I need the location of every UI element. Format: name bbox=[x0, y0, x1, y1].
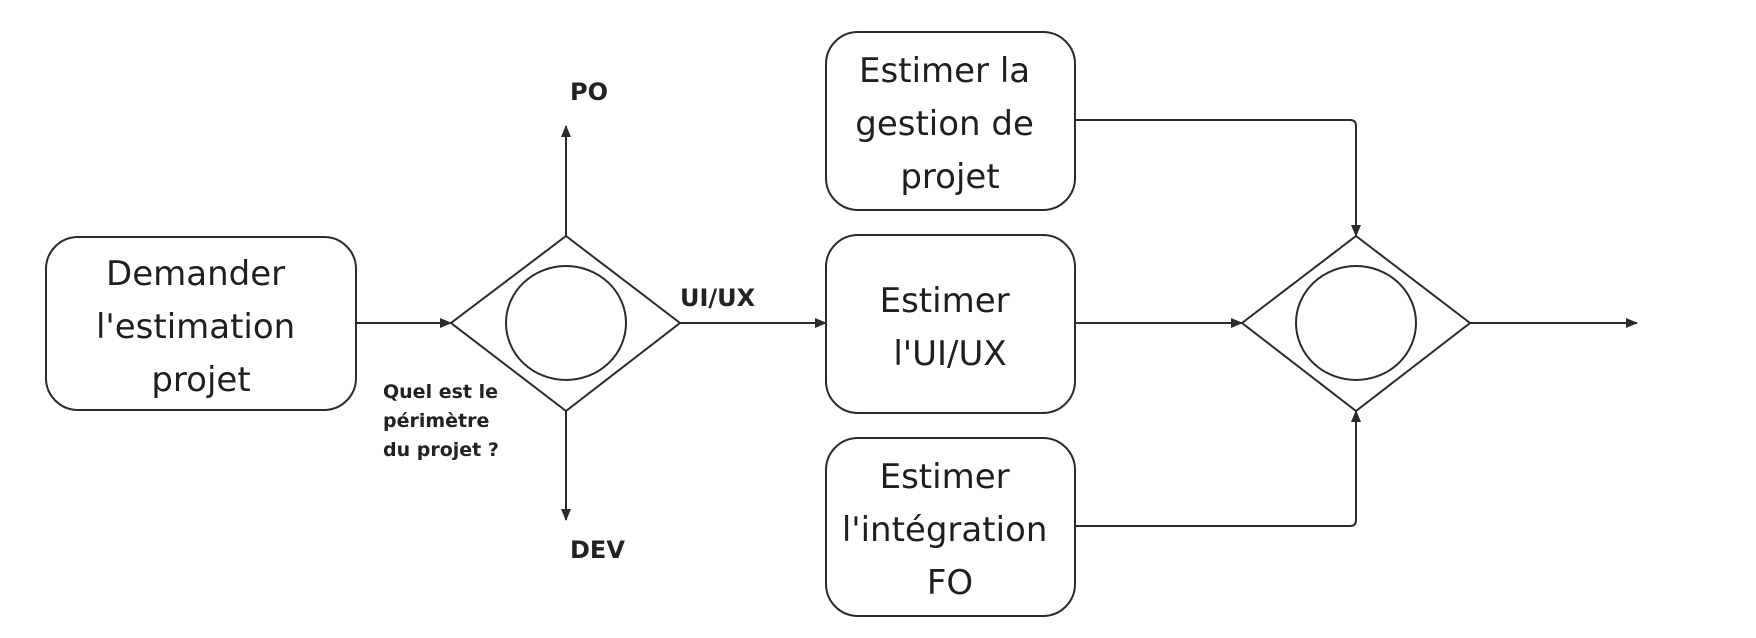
inclusive-gateway-circle-icon bbox=[1295, 265, 1417, 381]
task-request-estimation[interactable]: Demander l'estimation projet bbox=[45, 236, 357, 411]
task-integration-label: Estimer l'intégration FO bbox=[842, 457, 1058, 603]
task-request-label: Demander l'estimation projet bbox=[96, 254, 306, 400]
connectors bbox=[356, 119, 1638, 527]
task-estimate-integration[interactable]: Estimer l'intégration FO bbox=[825, 437, 1076, 617]
task-estimate-uiux[interactable]: Estimer l'UI/UX bbox=[825, 234, 1076, 414]
task-uiux-label: Estimer l'UI/UX bbox=[880, 281, 1021, 374]
split-gateway[interactable] bbox=[449, 234, 682, 413]
task-pm-label: Estimer la gestion de projet bbox=[855, 51, 1044, 197]
inclusive-gateway-circle-icon bbox=[505, 265, 627, 381]
branch-label-po: PO bbox=[570, 78, 608, 106]
flow-pm-to-join[interactable] bbox=[1075, 119, 1361, 237]
join-gateway[interactable] bbox=[1240, 234, 1472, 413]
flow-integration-to-join[interactable] bbox=[1075, 410, 1361, 527]
task-estimate-pm[interactable]: Estimer la gestion de projet bbox=[825, 31, 1076, 211]
branch-label-uiux: UI/UX bbox=[680, 284, 756, 312]
branch-label-dev: DEV bbox=[570, 536, 625, 564]
gateway-question: Quel est le périmètre du projet ? bbox=[383, 381, 505, 461]
